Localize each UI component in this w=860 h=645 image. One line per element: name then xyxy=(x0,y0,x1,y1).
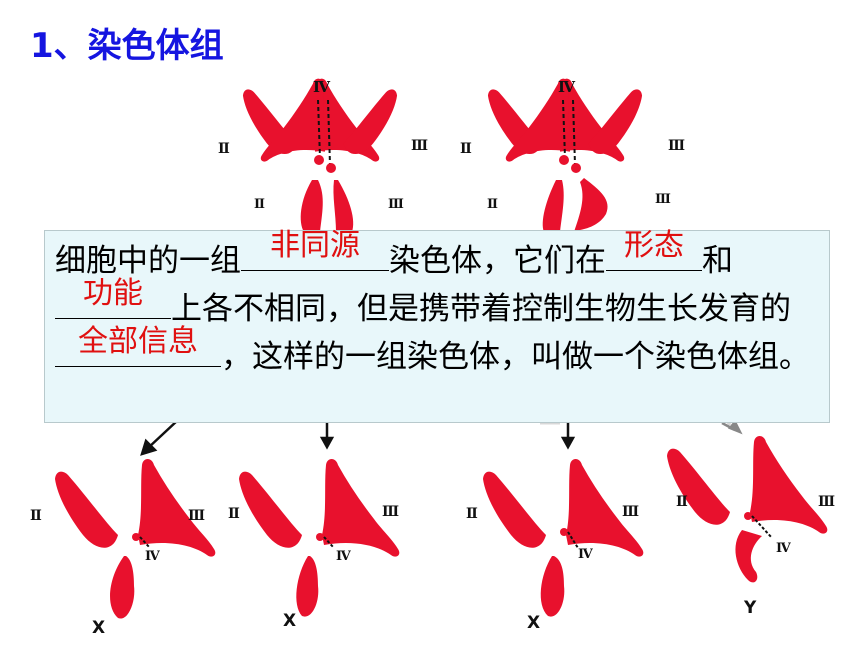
bottom-cell-2: Ⅱ Ⅲ Ⅳ X xyxy=(228,459,400,631)
top-cell-left xyxy=(242,78,398,232)
label-b3-x: X xyxy=(527,613,540,633)
sentence-part-5: ，这样的一组染色体，叫做一个染色体组。 xyxy=(221,339,810,375)
label-top-ii-1: Ⅱ xyxy=(218,141,230,157)
label-b1-iii: Ⅲ xyxy=(188,508,205,524)
sentence-part-1: 细胞中的一组 xyxy=(55,243,241,279)
label-b2-x: X xyxy=(283,611,296,631)
answer-4: 全部信息 xyxy=(78,324,198,359)
answer-1: 非同源 xyxy=(270,228,360,263)
answer-2: 形态 xyxy=(624,228,684,263)
label-top-iii-4: Ⅲ xyxy=(655,192,671,207)
label-b4-y: Y xyxy=(743,598,757,618)
bottom-cell-4: Ⅱ Ⅲ Ⅳ Y xyxy=(667,436,835,618)
label-b3-iii: Ⅲ xyxy=(622,504,639,520)
label-b1-iv: Ⅳ xyxy=(145,549,160,564)
label-top-ii-2: Ⅱ xyxy=(460,141,472,157)
label-b3-iv: Ⅳ xyxy=(578,547,593,562)
page-title: 1、染色体组 xyxy=(30,26,224,66)
blank-3: 功能 xyxy=(55,276,171,319)
label-b4-ii: Ⅱ xyxy=(676,494,688,510)
sentence-part-4: 上各不相同，但是携带着控制生物生长发育的 xyxy=(171,291,791,327)
label-b1-ii: Ⅱ xyxy=(30,508,42,524)
label-b4-iv: Ⅳ xyxy=(776,541,791,556)
definition-box: 细胞中的一组非同源染色体，它们在形态和功能上各不相同，但是携带着控制生物生长发育… xyxy=(44,228,830,423)
top-cell-right xyxy=(487,78,643,232)
bottom-cell-3: Ⅱ Ⅲ Ⅳ X xyxy=(466,459,644,633)
label-b1-x: X xyxy=(92,618,105,638)
label-top-ii-4: Ⅱ xyxy=(487,197,498,212)
blank-4: 全部信息 xyxy=(55,324,221,367)
label-top-iii-2: Ⅲ xyxy=(668,138,685,154)
arrows xyxy=(140,419,743,456)
blank-2: 形态 xyxy=(606,228,702,271)
label-b2-ii: Ⅱ xyxy=(228,506,240,522)
label-top-iii-1: Ⅲ xyxy=(411,138,428,154)
label-top-iv-left: Ⅳ xyxy=(313,78,331,96)
label-b4-iii: Ⅲ xyxy=(818,494,835,510)
label-b2-iv: Ⅳ xyxy=(336,549,351,564)
label-top-iv-right: Ⅳ xyxy=(558,78,576,96)
label-top-ii-3: Ⅱ xyxy=(254,197,265,212)
label-b3-ii: Ⅱ xyxy=(466,506,478,522)
answer-3: 功能 xyxy=(83,276,143,311)
bottom-cell-1: Ⅱ Ⅲ Ⅳ X xyxy=(30,459,216,638)
sentence-part-2: 染色体，它们在 xyxy=(389,243,606,279)
sentence-part-3: 和 xyxy=(702,243,733,279)
blank-1: 非同源 xyxy=(241,228,389,271)
label-top-iii-3: Ⅲ xyxy=(388,197,404,212)
label-b2-iii: Ⅲ xyxy=(382,504,399,520)
